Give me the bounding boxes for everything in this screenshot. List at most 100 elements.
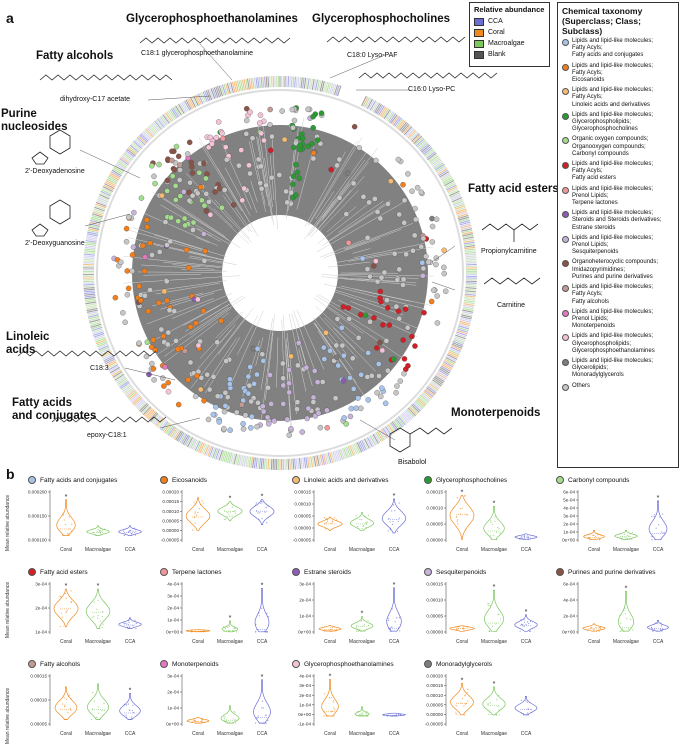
abundance-ring-tick — [363, 97, 370, 108]
taxonomy-line: Linoleic acids and derivatives — [572, 101, 651, 108]
violin-point — [97, 615, 99, 617]
tree-branch — [327, 261, 370, 268]
tree-node — [374, 278, 381, 285]
abundance-ring-tick — [83, 287, 95, 290]
taxonomy-text: Lipids and lipid-like molecules;Fatty Ac… — [572, 284, 653, 306]
tree-branch — [313, 322, 339, 359]
abundance-ring-tick — [83, 282, 95, 284]
violin-point — [500, 618, 502, 620]
abundance-ring-tick — [130, 394, 140, 403]
tree-node — [260, 408, 267, 415]
y-tick-label: 1e-04 — [167, 618, 179, 623]
violin-point — [620, 622, 622, 624]
abundance-ring-tick — [401, 413, 410, 423]
tree-node — [340, 377, 347, 384]
abundance-ring-tick — [265, 458, 268, 470]
violin-point — [135, 530, 137, 533]
violin-point — [593, 630, 595, 632]
structure-deoxyguanosine-drawing — [31, 199, 71, 237]
violin-point — [330, 696, 332, 699]
abundance-ring-tick — [84, 291, 96, 295]
violin-shape — [483, 506, 505, 540]
abundance-ring-tick — [208, 88, 214, 100]
abundance-ring-tick — [424, 148, 434, 157]
violin-point — [197, 630, 199, 632]
abundance-ring-tick — [262, 76, 265, 88]
tree-node — [193, 320, 199, 326]
x-tick-label: Macroalgae — [85, 547, 111, 553]
abundance-ring-tick — [85, 243, 97, 247]
violin-point — [63, 511, 65, 513]
abundance-ring-tick — [105, 358, 116, 365]
tree-node — [400, 282, 406, 288]
tree-node — [194, 373, 200, 379]
abundance-ring-tick — [464, 251, 476, 255]
tree-node — [169, 148, 175, 155]
tree-node — [190, 227, 196, 233]
abundance-ring-tick — [152, 121, 161, 131]
tree-node — [222, 144, 229, 150]
tree-node — [288, 353, 294, 360]
tree-node — [401, 356, 408, 362]
abundance-ring-tick — [200, 443, 207, 454]
violin-point — [463, 714, 466, 716]
tree-branch — [229, 310, 264, 388]
violin-point — [67, 712, 69, 714]
abundance-ring-tick — [460, 224, 472, 229]
abundance-ring-tick — [83, 262, 95, 264]
abundance-ring-tick — [462, 236, 474, 240]
violin-point — [520, 618, 522, 621]
abundance-ring-tick — [457, 213, 469, 218]
abundance-ring-tick — [380, 107, 388, 118]
class-dot — [28, 476, 36, 484]
tree-node — [203, 191, 210, 197]
abundance-ring-tick — [454, 205, 466, 210]
y-tick-label: 0.00005 — [294, 514, 311, 519]
tree-node — [295, 362, 301, 369]
abundance-ring-tick — [340, 448, 345, 460]
violin-point — [69, 708, 72, 710]
abundance-ring-tick — [462, 309, 474, 313]
tree-node — [394, 383, 400, 389]
abundance-ring-tick — [431, 158, 441, 166]
tree-node — [305, 405, 312, 412]
tree-node — [412, 343, 418, 349]
tree-branch — [357, 278, 417, 283]
tree-branch — [123, 256, 224, 268]
abundance-ring-tick — [91, 214, 103, 220]
y-tick-label: 0.000100 — [28, 538, 48, 543]
violin-point — [333, 715, 335, 717]
x-tick-label: Coral — [192, 639, 204, 645]
violin-point — [265, 506, 267, 508]
violin-point — [328, 517, 330, 519]
abundance-ring-tick — [327, 82, 332, 94]
abundance-ring-tick — [197, 93, 204, 104]
compound-c181-gpe: C18:1 glycerophosphoethanolamine — [141, 50, 254, 57]
tree-node — [214, 339, 220, 346]
tree-node — [197, 184, 204, 190]
tree-node — [223, 358, 229, 364]
taxonomy-line: Lipids and lipid-like molecules; — [572, 308, 654, 315]
violin-shape — [449, 625, 475, 632]
violin-point — [461, 507, 463, 509]
abundance-ring-tick — [405, 127, 414, 137]
violin-point — [226, 511, 228, 513]
abundance-ring-tick — [94, 206, 105, 212]
abundance-ring-tick — [136, 400, 146, 410]
abundance-ring-tick — [87, 311, 99, 315]
violin-point — [598, 630, 600, 632]
tree-node — [372, 196, 378, 202]
tree-node — [365, 350, 371, 356]
tree-node — [441, 264, 447, 271]
tree-branch — [255, 337, 264, 366]
abundance-ring-tick — [84, 250, 96, 253]
violin-point — [626, 537, 629, 539]
abundance-ring-tick — [440, 174, 451, 181]
y-tick-label: 0.00015 — [162, 499, 179, 504]
tree-branch — [144, 213, 218, 246]
abundance-ring-tick — [421, 393, 431, 402]
violin-point — [323, 630, 325, 632]
abundance-ring-tick — [116, 162, 127, 170]
tree-node — [187, 359, 194, 366]
tree-branch — [298, 348, 304, 368]
